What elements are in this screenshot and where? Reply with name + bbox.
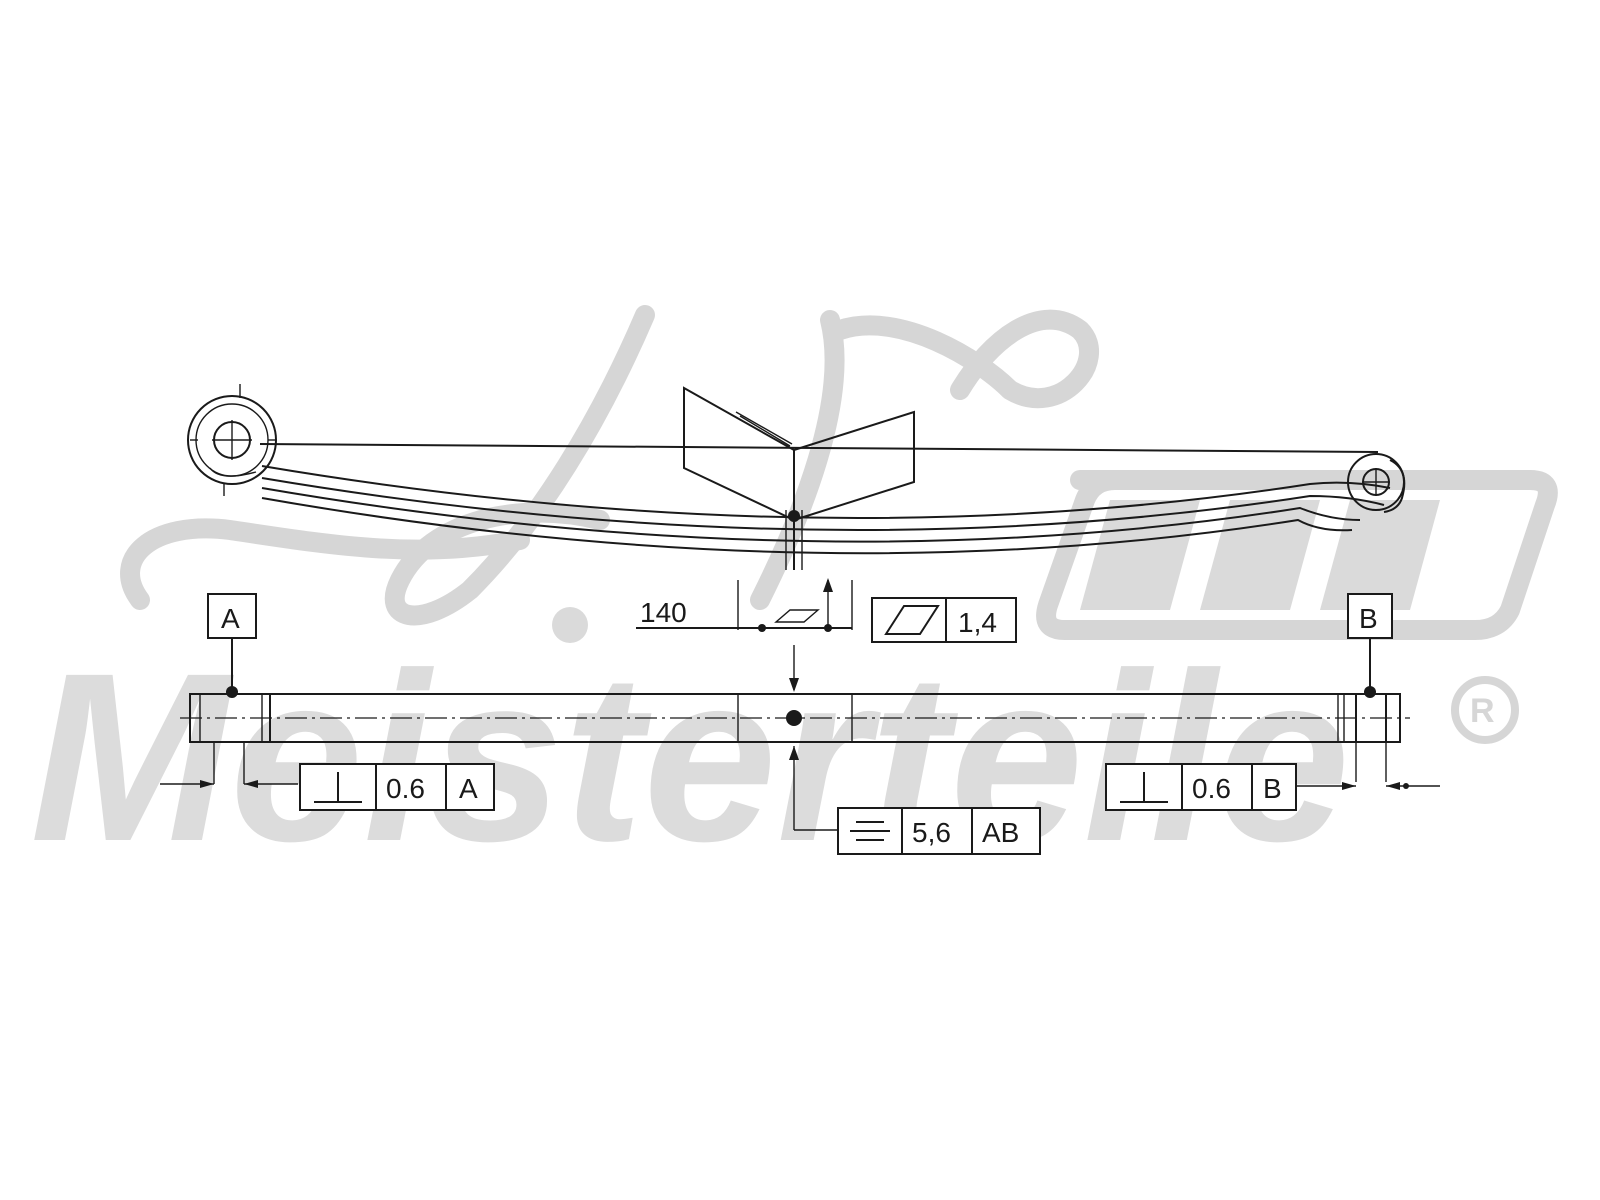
spring-side-view: 140 [187,384,1406,632]
brand-logo-mark [120,305,1558,643]
left-spring-eye [187,384,277,496]
spring-plan-view [160,645,1440,831]
center-plane-symbol [683,386,915,570]
perpendicularity-b-datum: B [1263,773,1282,804]
symmetry-value: 5,6 [912,817,951,848]
flatness-icon [774,609,820,623]
perpendicularity-frame-b: 0.6 B [1105,763,1297,811]
perpendicularity-a-datum: A [459,773,478,804]
dimension-140: 140 [636,578,853,632]
registered-text: R [1470,692,1495,730]
perpendicularity-frame-a: 0.6 A [299,763,495,811]
registered-mark-icon [1451,676,1519,744]
symmetry-tolerance-frame: 5,6 AB [837,807,1041,855]
perpendicularity-b-value: 0.6 [1192,773,1231,804]
datum-b: B [1347,593,1393,698]
symmetry-datum: AB [982,817,1019,848]
flatness-tolerance-frame: 1,4 [871,597,1017,643]
watermark: Meisterteile R [30,305,1558,891]
dimension-140-label: 140 [640,597,687,628]
datum-a: A [207,593,257,698]
datum-b-label: B [1359,603,1378,634]
flatness-value: 1,4 [958,607,997,638]
perpendicularity-a-value: 0.6 [386,773,425,804]
symmetry-icon [850,821,890,841]
datum-a-label: A [221,603,240,634]
brand-wordmark: Meisterteile [30,623,1350,891]
right-spring-eye [1347,453,1406,513]
perpendicularity-icon [1120,772,1168,803]
flatness-icon [884,605,940,635]
perpendicularity-icon [314,772,362,803]
